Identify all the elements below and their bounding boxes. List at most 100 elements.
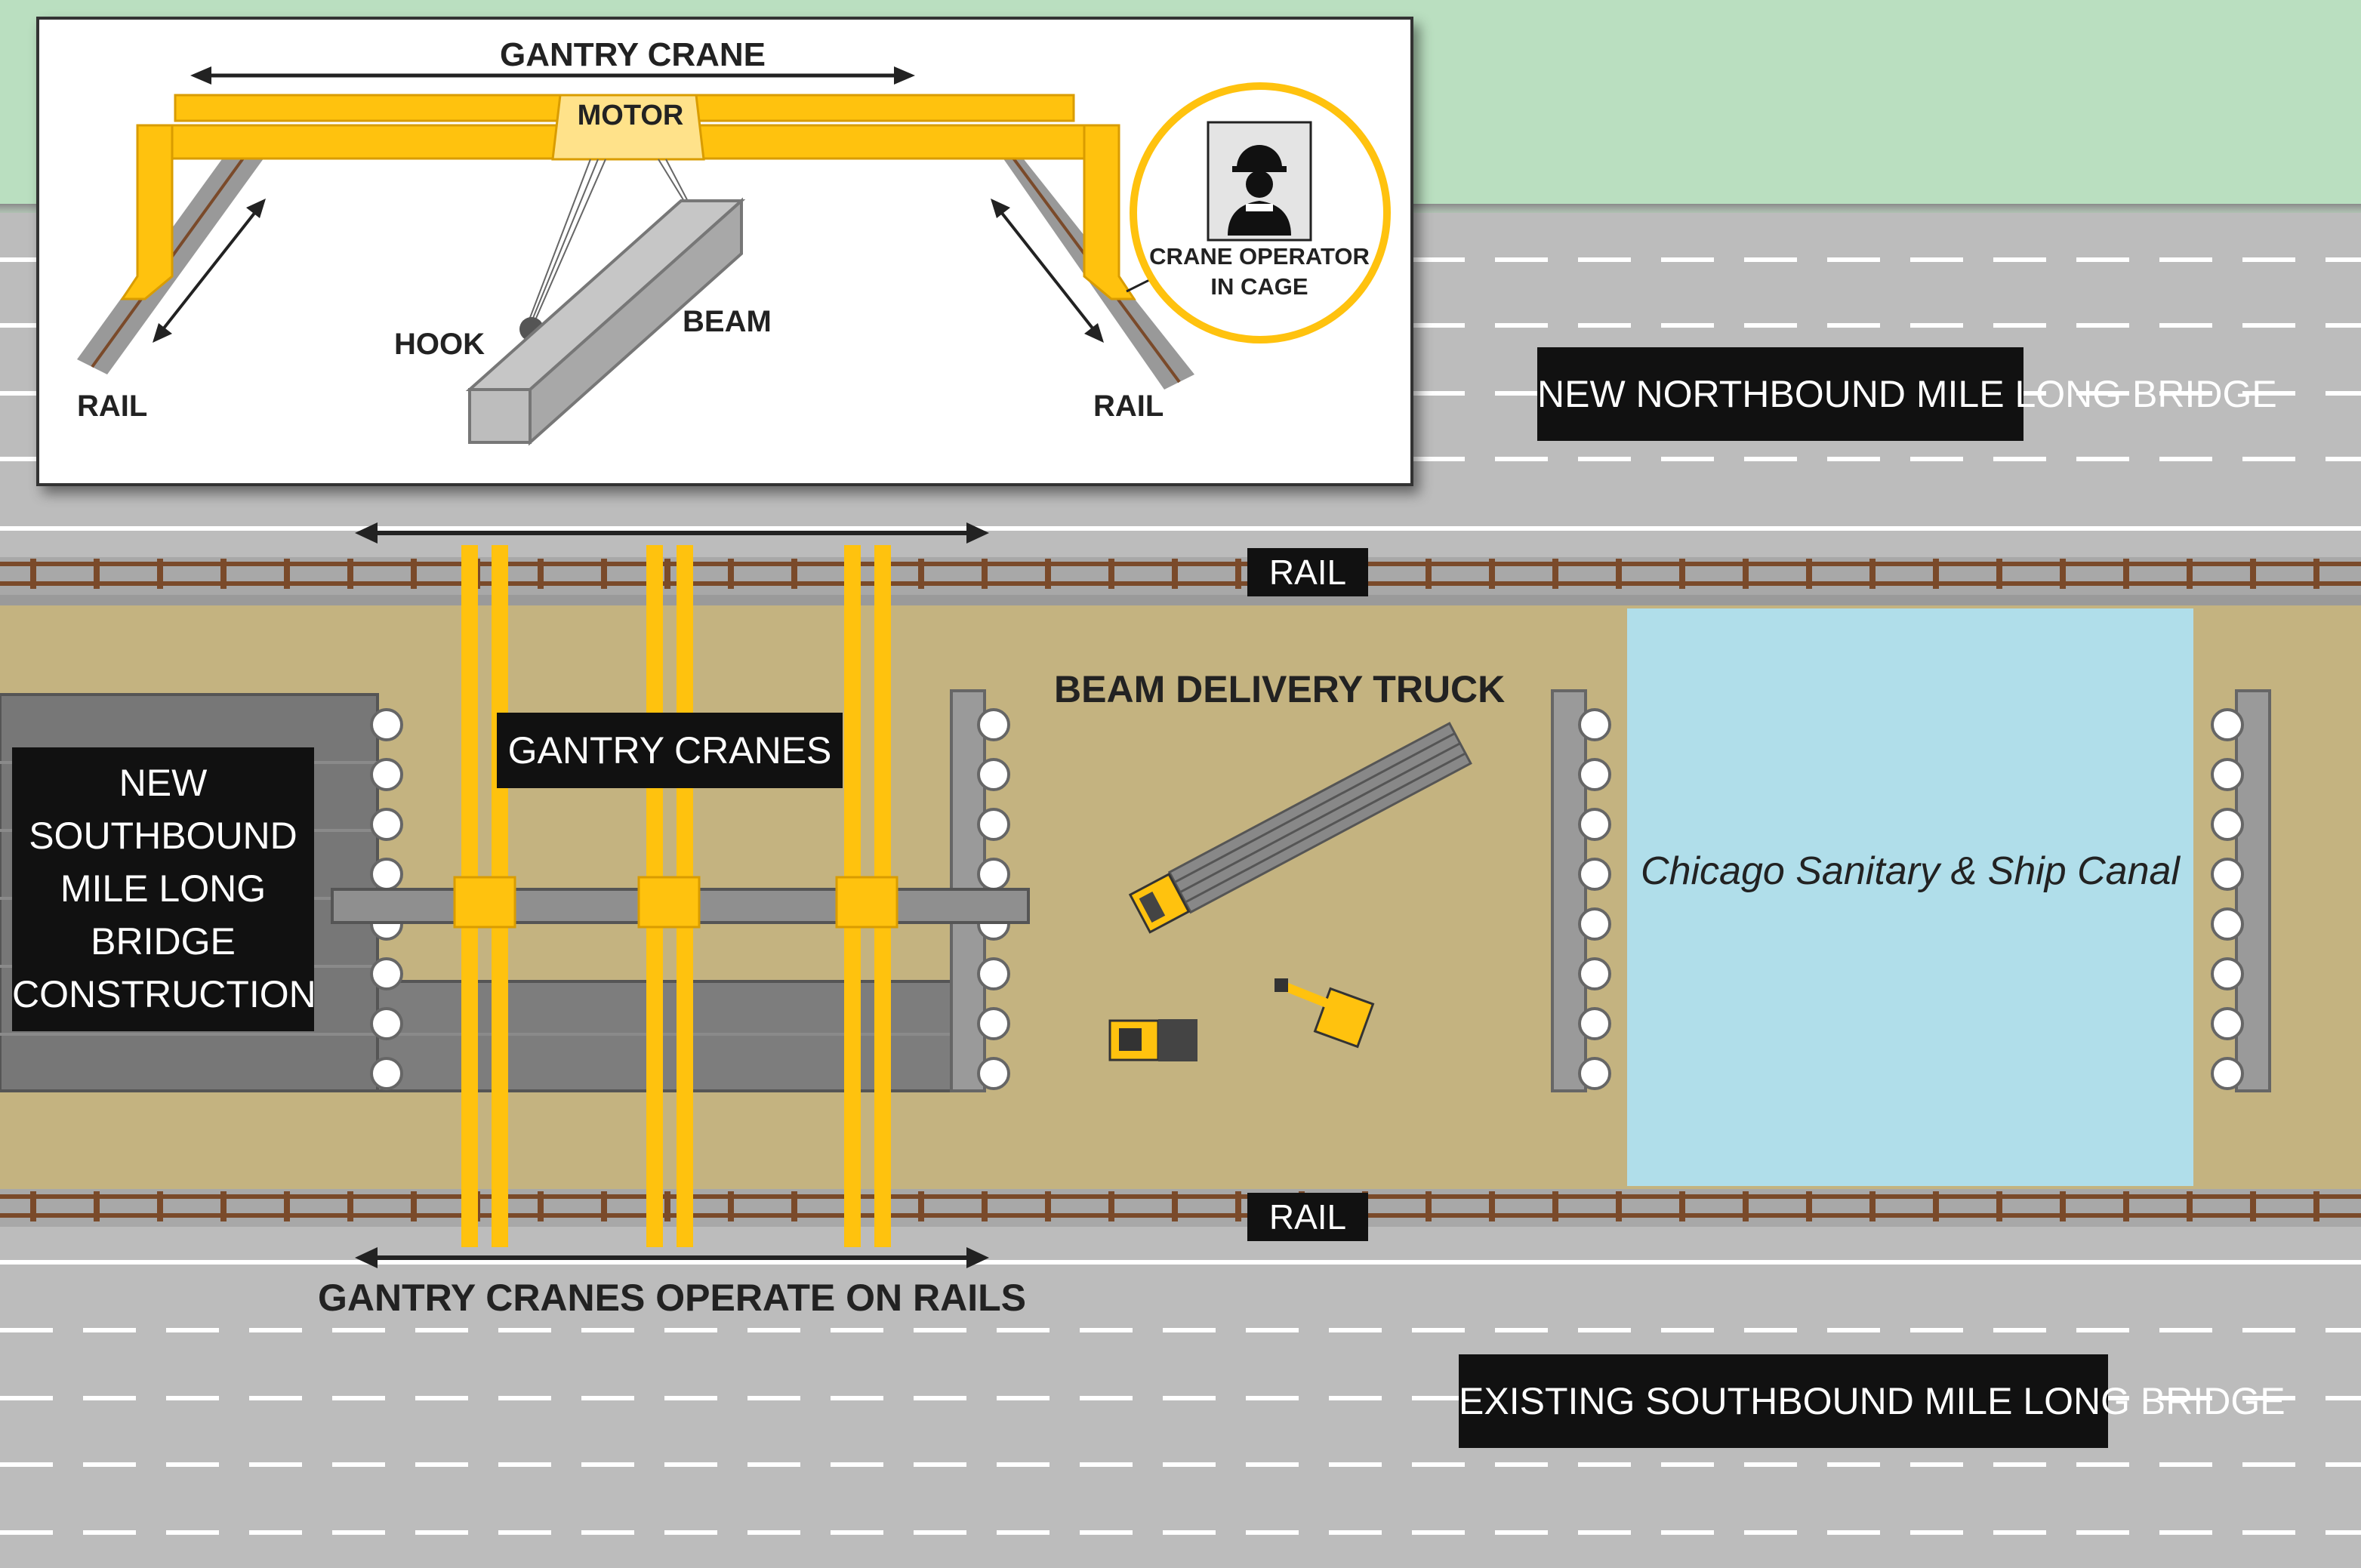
canal-label: Chicago Sanitary & Ship Canal: [1641, 849, 2180, 893]
rail-tie: [2187, 559, 2193, 589]
rail-tie: [664, 559, 670, 589]
northbound-bridge-label: NEW NORTHBOUND MILE LONG BRIDGE: [1537, 347, 2277, 441]
gantry-crane-inset: GANTRY CRANE MOTOR HOOK BEAM RAIL RAIL C…: [36, 17, 1413, 486]
pier-bearing: [2211, 708, 2244, 741]
rail-tie: [157, 559, 163, 589]
pier-bearing: [1578, 758, 1611, 791]
rail-tie: [2123, 559, 2129, 589]
rail-tie: [1426, 559, 1432, 589]
new-southbound-label: NEW SOUTHBOUND MILE LONG BRIDGE CONSTRUC…: [12, 747, 316, 1031]
pier-bearing: [977, 708, 1010, 741]
rail-tie: [157, 1191, 163, 1221]
pier-bearing: [2211, 808, 2244, 841]
front-loader: [1108, 1019, 1197, 1061]
rail-tie: [538, 1191, 544, 1221]
rail-tie: [601, 559, 607, 589]
pier-bearing: [2211, 858, 2244, 891]
crane-leg-right: [1083, 124, 1136, 300]
operator-label-line2: IN CAGE: [1210, 273, 1308, 300]
pier-bearing: [1578, 858, 1611, 891]
rail-left-label: RAIL: [77, 390, 148, 423]
rail-tie: [1616, 559, 1622, 589]
operate-on-rails-label: GANTRY CRANES OPERATE ON RAILS: [317, 1277, 1027, 1319]
pier-bearing: [2211, 957, 2244, 990]
left-travel-arrow: [153, 199, 266, 343]
rail-bottom-label: RAIL: [1247, 1193, 1368, 1241]
rail-tie: [411, 559, 417, 589]
pier-bearing: [2211, 758, 2244, 791]
rail-tie: [1235, 1191, 1241, 1221]
pier-bearing: [2211, 907, 2244, 941]
ground-edge: [0, 595, 2361, 605]
rail-tie: [1552, 1191, 1558, 1221]
rail-tie: [220, 1191, 227, 1221]
rail-tie: [1045, 1191, 1051, 1221]
rail-tie: [728, 559, 734, 589]
rail-tie: [2250, 1191, 2256, 1221]
rail-tie: [728, 1191, 734, 1221]
pier-bearing: [370, 1057, 403, 1090]
new-southbound-line: CONSTRUCTION: [12, 973, 316, 1015]
rail-tie: [2313, 559, 2319, 589]
rail-tie: [1552, 559, 1558, 589]
pier-bearing: [370, 808, 403, 841]
pier-bearing: [370, 858, 403, 891]
motor-housing: [551, 94, 705, 161]
operator-icon: [1228, 145, 1291, 236]
rail-tie: [1869, 559, 1876, 589]
rail-tie: [1679, 559, 1685, 589]
rail-tie: [918, 559, 924, 589]
crane-trolley: [637, 876, 701, 929]
pier-bearing: [977, 858, 1010, 891]
right-travel-arrow: [991, 199, 1104, 343]
hook-label: HOOK: [394, 328, 485, 361]
rail-tie: [347, 1191, 353, 1221]
pier-bearing: [2211, 1057, 2244, 1090]
rail-top-label: RAIL: [1247, 548, 1368, 596]
rail-tie: [791, 1191, 797, 1221]
pier-bearing: [370, 758, 403, 791]
rail-tie: [1933, 1191, 1939, 1221]
rail-right-label: RAIL: [1093, 390, 1164, 423]
inset-title: GANTRY CRANE: [500, 36, 766, 73]
ship-canal: [1627, 608, 2193, 1186]
rail-tie: [2060, 1191, 2066, 1221]
rail-tie: [791, 559, 797, 589]
rail-tie: [1108, 1191, 1114, 1221]
rail-tie: [94, 1191, 100, 1221]
pier-bearing: [977, 957, 1010, 990]
rail-tie: [1806, 559, 1812, 589]
rail-tie: [411, 1191, 417, 1221]
crane-trolley: [453, 876, 516, 929]
rail-tie: [1489, 559, 1495, 589]
rail-tie: [1235, 559, 1241, 589]
rail-tie: [220, 559, 227, 589]
pier-bearing: [977, 1007, 1010, 1040]
rail-tie: [1108, 559, 1114, 589]
rail-tie: [284, 1191, 290, 1221]
crane-travel-arrow-top: [355, 522, 989, 544]
crane-travel-arrow-bottom: [355, 1247, 989, 1268]
pier-bearing: [1578, 708, 1611, 741]
rail-tie: [538, 559, 544, 589]
pier-bearing: [977, 758, 1010, 791]
rail-tie: [2060, 559, 2066, 589]
gantry-cranes-label: GANTRY CRANES: [497, 713, 843, 788]
crane-leg-left: [120, 124, 174, 300]
rail-tie: [1996, 1191, 2002, 1221]
rail-tie: [2187, 1191, 2193, 1221]
rail-tie: [1743, 559, 1749, 589]
southbound-existing-label: EXISTING SOUTHBOUND MILE LONG BRIDGE: [1459, 1354, 2285, 1448]
beam-delivery-truck: [1128, 722, 1472, 934]
rail-tie: [30, 559, 36, 589]
rail-tie: [94, 559, 100, 589]
pier-bearing: [977, 808, 1010, 841]
rail-tie: [1426, 1191, 1432, 1221]
beam-drawing: [465, 197, 746, 446]
rail-tie: [284, 559, 290, 589]
rail-tie: [1616, 1191, 1622, 1221]
pier-bearing: [2211, 1007, 2244, 1040]
pier-bearing: [977, 1057, 1010, 1090]
beam-label: BEAM: [683, 305, 772, 338]
